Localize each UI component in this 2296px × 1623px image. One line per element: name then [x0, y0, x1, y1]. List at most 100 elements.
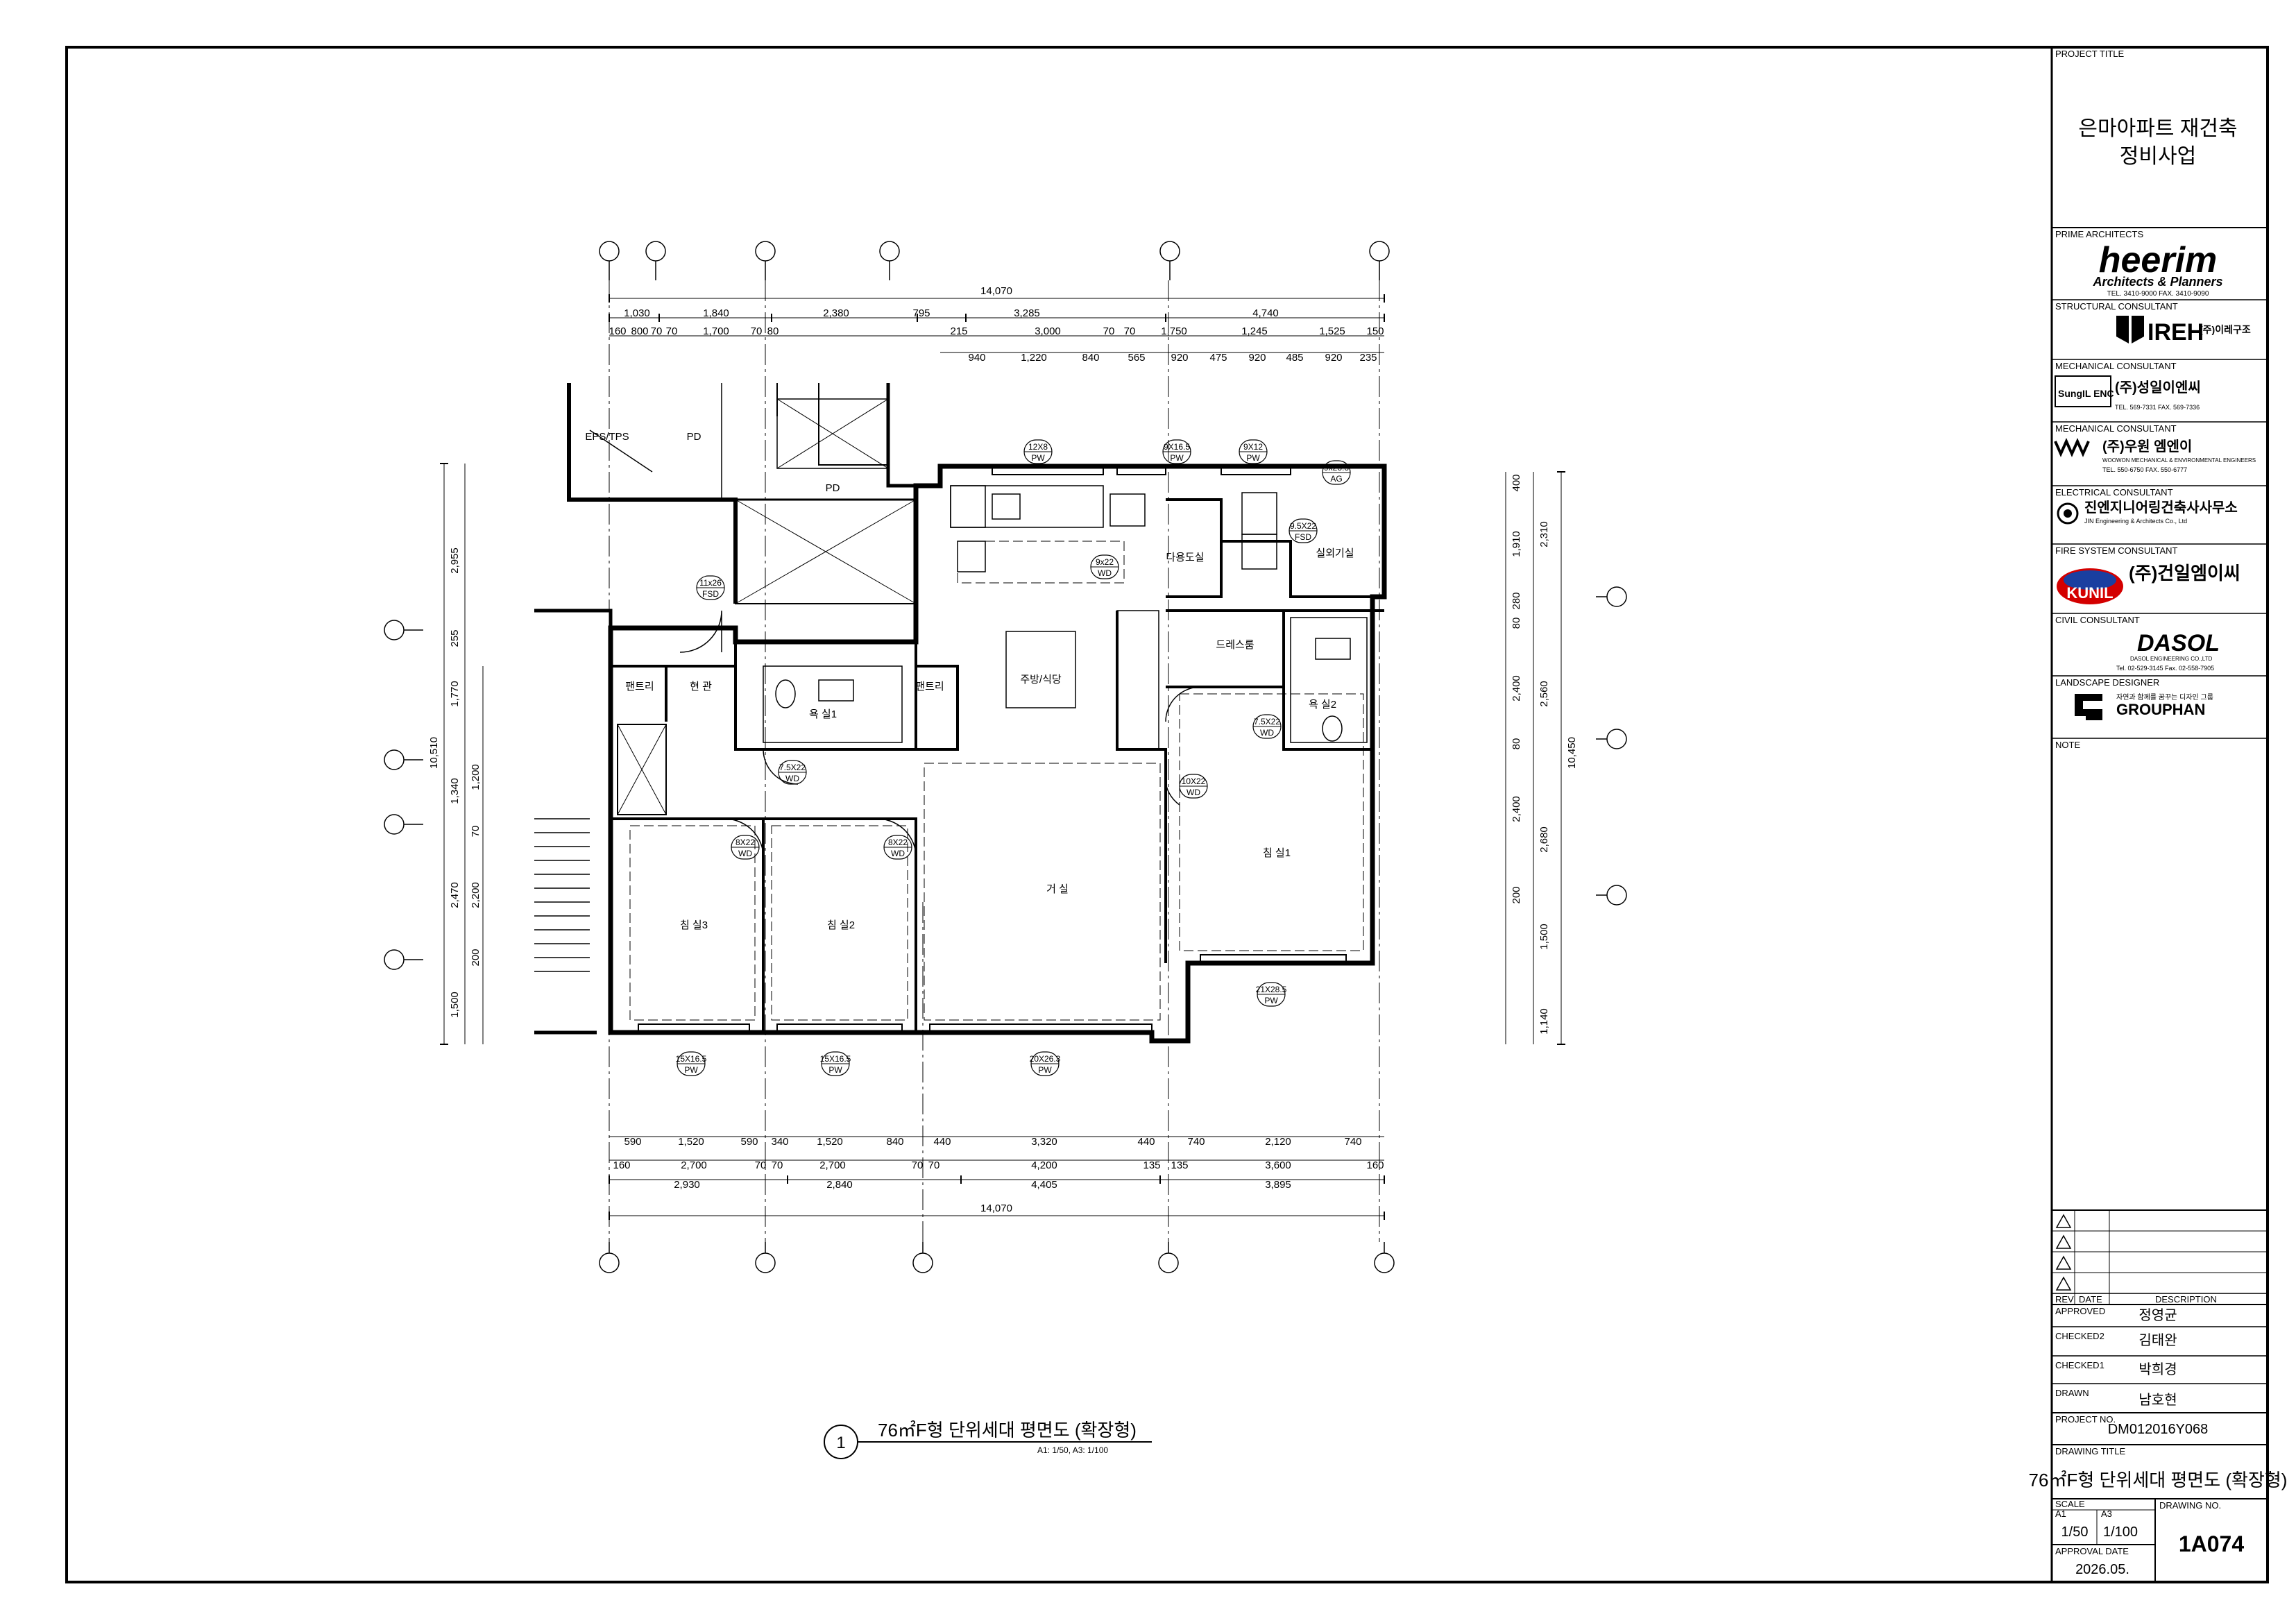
svg-text:8X22: 8X22: [735, 838, 755, 847]
svg-text:1,500: 1,500: [1538, 924, 1550, 950]
svg-text:WD: WD: [1187, 788, 1200, 797]
svg-text:920: 920: [1325, 352, 1342, 364]
svg-text:70: 70: [928, 1159, 940, 1171]
svg-text:160: 160: [1366, 1159, 1384, 1171]
svg-text:WD: WD: [1098, 568, 1112, 578]
svg-text:KUNIL: KUNIL: [2066, 584, 2113, 602]
consultant-electrical: ELECTRICAL CONSULTANT 진엔지니어링건축사사무소 JIN E…: [2055, 487, 2238, 525]
svg-text:1,500: 1,500: [449, 992, 461, 1018]
tag-20x26: 20X26.3PW: [1030, 1051, 1061, 1076]
scale-a3: 1/100: [2103, 1524, 2138, 1540]
room-entrance: 현 관: [690, 681, 712, 692]
svg-text:REV: REV: [2055, 1294, 2074, 1305]
svg-text:2,400: 2,400: [1511, 675, 1522, 702]
svg-text:TEL. 550-6750 FAX. 550-6777: TEL. 550-6750 FAX. 550-6777: [2102, 466, 2187, 473]
consultant-landscape: LANDSCAPE DESIGNER 자연과 함께를 꿈꾸는 디자인 그룹 GR…: [2055, 677, 2213, 720]
svg-text:1,030: 1,030: [624, 307, 650, 319]
svg-text:WD: WD: [785, 774, 799, 783]
room-pd-1: PD: [687, 431, 701, 443]
svg-text:FSD: FSD: [702, 589, 719, 599]
svg-text:CHECKED1: CHECKED1: [2055, 1360, 2104, 1370]
svg-text:340: 340: [771, 1136, 788, 1148]
sheet-border: [65, 46, 2269, 1583]
svg-text:15X16.5: 15X16.5: [676, 1054, 707, 1064]
room-bath-1: 욕 실1: [809, 708, 837, 720]
svg-text:PW: PW: [1246, 453, 1260, 463]
svg-text:200: 200: [1511, 886, 1522, 903]
approval-date: 2026.05.: [2075, 1562, 2129, 1577]
tag-15x16-b: 15X16.5PW: [820, 1051, 851, 1076]
svg-text:IREH: IREH: [2148, 319, 2204, 346]
svg-text:940: 940: [968, 352, 985, 364]
svg-text:80: 80: [1511, 738, 1522, 750]
svg-text:PW: PW: [1031, 453, 1045, 463]
svg-text:2,200: 2,200: [470, 882, 482, 908]
svg-text:Architects & Planners: Architects & Planners: [2092, 275, 2222, 289]
svg-text:70: 70: [755, 1159, 767, 1171]
svg-text:3,285: 3,285: [1014, 307, 1040, 319]
project-title-label: PROJECT TITLE: [2055, 49, 2125, 59]
svg-text:235: 235: [1359, 352, 1377, 364]
svg-text:CHECKED2: CHECKED2: [2055, 1331, 2104, 1341]
svg-text:135: 135: [1143, 1159, 1160, 1171]
svg-text:2,700: 2,700: [819, 1159, 846, 1171]
checked1-name: 박희경: [2138, 1361, 2177, 1377]
svg-text:DRAWING TITLE: DRAWING TITLE: [2055, 1446, 2125, 1456]
svg-text:70: 70: [912, 1159, 924, 1171]
project-title-line1: 은마아파트 재건축: [2078, 117, 2237, 140]
approved-name: 정영균: [2138, 1307, 2177, 1323]
svg-text:DATE: DATE: [2079, 1294, 2102, 1305]
svg-text:PW: PW: [1038, 1065, 1052, 1075]
svg-text:(주)건일엠이씨: (주)건일엠이씨: [2129, 563, 2240, 584]
svg-text:DASOL: DASOL: [2137, 630, 2220, 656]
consultant-mechanical-2: MECHANICAL CONSULTANT (주)우원 엠엔이 WOOWON M…: [2054, 423, 2256, 473]
consultant-mechanical-1: MECHANICAL CONSULTANT SungIL ENC (주)성일이엔…: [2055, 361, 2201, 411]
svg-text:215: 215: [950, 325, 967, 337]
svg-text:1,520: 1,520: [678, 1136, 704, 1148]
svg-text:20X26.3: 20X26.3: [1030, 1054, 1061, 1064]
svg-text:10X22: 10X22: [1182, 776, 1206, 786]
room-outdoor-unit: 실외기실: [1316, 547, 1354, 559]
svg-text:1,340: 1,340: [449, 778, 461, 804]
svg-text:2,120: 2,120: [1265, 1136, 1291, 1148]
svg-text:A3: A3: [2101, 1509, 2112, 1519]
tag-15x16-a: 15X16.5PW: [676, 1051, 707, 1076]
drawn-name: 남호현: [2138, 1392, 2177, 1408]
svg-text:70: 70: [666, 325, 678, 337]
drawing-number: 1A074: [2179, 1531, 2245, 1556]
room-bedroom-1: 침 실1: [1263, 847, 1291, 859]
svg-text:280: 280: [1511, 592, 1522, 609]
svg-text:PRIME ARCHITECTS: PRIME ARCHITECTS: [2055, 229, 2143, 239]
caption-number: 1: [836, 1434, 845, 1452]
svg-text:7.5X22: 7.5X22: [779, 763, 806, 772]
svg-text:10,450: 10,450: [1566, 737, 1578, 769]
svg-text:2,680: 2,680: [1538, 826, 1550, 853]
drawing-title-block: 76㎡F형 단위세대 평면도 (확장형): [2029, 1470, 2288, 1490]
room-dress: 드레스룸: [1216, 639, 1254, 651]
svg-text:795: 795: [912, 307, 930, 319]
svg-text:MECHANICAL CONSULTANT: MECHANICAL CONSULTANT: [2055, 361, 2177, 371]
svg-text:1,140: 1,140: [1538, 1008, 1550, 1035]
scale-a1: 1/50: [2061, 1524, 2089, 1540]
svg-text:3,000: 3,000: [1035, 325, 1061, 337]
svg-text:ELECTRICAL CONSULTANT: ELECTRICAL CONSULTANT: [2055, 487, 2173, 498]
svg-text:Tel. 02-529-3145 Fax. 02-558-: Tel. 02-529-3145 Fax. 02-558-7905: [2116, 665, 2214, 672]
svg-text:740: 740: [1344, 1136, 1361, 1148]
svg-text:475: 475: [1209, 352, 1227, 364]
svg-text:자연과 함께를 꿈꾸는 디자인 그룹: 자연과 함께를 꿈꾸는 디자인 그룹: [2116, 693, 2213, 702]
tag-9x23: 9x23.3AG: [1322, 460, 1351, 485]
room-pantry-2: 팬트리: [915, 681, 944, 692]
svg-text:440: 440: [1137, 1136, 1155, 1148]
svg-text:DASOL ENGINEERING CO.,LTD: DASOL ENGINEERING CO.,LTD: [2130, 656, 2212, 662]
svg-text:1,700: 1,700: [703, 325, 729, 337]
svg-text:2,380: 2,380: [823, 307, 849, 319]
note-label: NOTE: [2055, 740, 2080, 750]
svg-text:2,955: 2,955: [449, 547, 461, 574]
